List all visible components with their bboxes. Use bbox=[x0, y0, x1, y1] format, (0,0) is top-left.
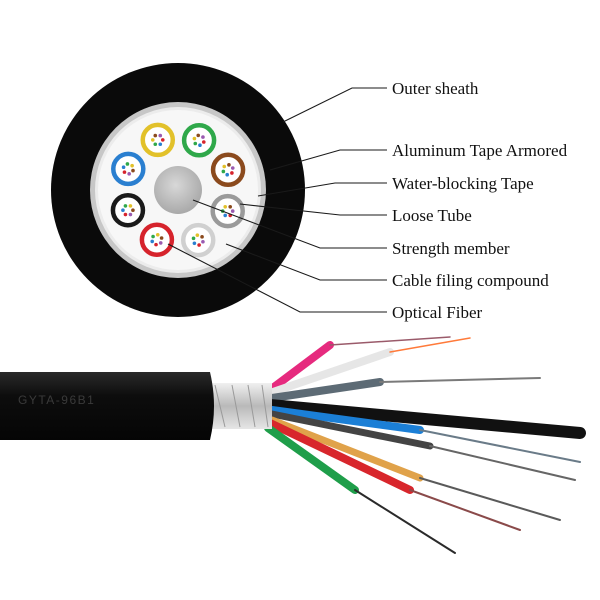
fiber-red bbox=[409, 489, 521, 531]
fiber-orange bbox=[389, 337, 471, 353]
label-water-blocking-tape: Water-blocking Tape bbox=[392, 174, 534, 193]
tube-slate bbox=[268, 378, 384, 402]
fiber-dot bbox=[200, 235, 204, 239]
fiber-dot bbox=[153, 142, 158, 147]
loose-tube bbox=[210, 193, 245, 229]
fiber-dot bbox=[221, 169, 226, 174]
fiber-dot bbox=[230, 209, 235, 213]
fiber-dot bbox=[154, 242, 158, 247]
fiber-dot bbox=[122, 170, 127, 174]
fiber-dot bbox=[223, 204, 228, 209]
fiber-dot bbox=[222, 164, 227, 169]
fiber-dot bbox=[225, 172, 229, 177]
label-optical-fiber: Optical Fiber bbox=[392, 303, 483, 322]
fiber-green bbox=[354, 489, 456, 554]
fiber-dot bbox=[123, 212, 128, 217]
fiber-dot bbox=[192, 136, 197, 141]
fiber-dot bbox=[198, 143, 202, 148]
leader-lines bbox=[167, 87, 387, 313]
fiber-dot bbox=[201, 239, 205, 244]
fiber-dot bbox=[125, 162, 130, 166]
loose-tube bbox=[210, 152, 246, 188]
fiber-dot bbox=[128, 212, 133, 217]
fiber-orange-2 bbox=[419, 477, 561, 521]
fiber-dot bbox=[155, 232, 160, 237]
outer-jacket bbox=[0, 372, 214, 440]
fiber-dot bbox=[151, 234, 155, 239]
fiber-dark bbox=[429, 445, 576, 481]
label-aluminum-tape: Aluminum Tape Armored bbox=[392, 141, 568, 160]
fiber-gray bbox=[379, 377, 541, 383]
fiber-dot bbox=[230, 166, 235, 170]
leader-line-water-blocking-tape bbox=[257, 182, 387, 197]
fiber-dot bbox=[223, 213, 228, 218]
fiber-dot bbox=[131, 208, 135, 213]
fiber-blue bbox=[419, 429, 581, 463]
fiber-dot bbox=[158, 142, 163, 147]
fiber-dot bbox=[150, 239, 155, 244]
label-outer-sheath: Outer sheath bbox=[392, 79, 479, 98]
strength-member-rod bbox=[264, 399, 586, 439]
leader-line-strength-member bbox=[192, 199, 387, 249]
fiber-dot bbox=[191, 236, 196, 241]
tube-red bbox=[266, 419, 414, 494]
loose-tubes bbox=[110, 122, 246, 258]
loose-tube bbox=[181, 123, 217, 158]
label-cable-filling-compound: Cable filing compound bbox=[392, 271, 549, 290]
fiber-dot bbox=[193, 141, 198, 146]
fiber-dot bbox=[195, 233, 200, 237]
fiber-dot bbox=[201, 135, 205, 139]
fiber-dot bbox=[201, 140, 206, 144]
tube-dark bbox=[268, 410, 434, 450]
fiber-dot bbox=[160, 138, 165, 142]
leader-line-outer-sheath bbox=[282, 87, 387, 123]
fiber-dot bbox=[121, 165, 126, 169]
fiber-dot bbox=[153, 133, 158, 138]
tube-green bbox=[264, 424, 359, 494]
tube-orange bbox=[268, 416, 424, 482]
loose-tube bbox=[111, 151, 146, 187]
cable-print-marking: GYTA-96B1 bbox=[18, 393, 95, 407]
tube-white bbox=[266, 348, 394, 397]
label-loose-tube: Loose Tube bbox=[392, 206, 472, 225]
fiber-dot bbox=[192, 241, 197, 246]
leader-line-cable-filling-compound bbox=[225, 243, 387, 281]
fiber-dot bbox=[159, 236, 164, 240]
label-strength-member: Strength member bbox=[392, 239, 510, 258]
tape-wrinkles bbox=[214, 384, 269, 428]
stripped-cable-illustration: GYTA-96B1 bbox=[0, 336, 586, 554]
fiber-dot bbox=[197, 243, 201, 247]
fiber-dot bbox=[158, 241, 163, 245]
loose-tube bbox=[180, 222, 216, 258]
tube-magenta bbox=[266, 341, 334, 394]
tube-blue bbox=[268, 406, 424, 434]
strength-member-core bbox=[154, 166, 202, 214]
fiber-dot bbox=[121, 208, 125, 213]
leader-line-optical-fiber bbox=[167, 243, 387, 313]
loose-tube bbox=[140, 122, 176, 158]
loose-tube bbox=[110, 192, 146, 228]
fiber-dot bbox=[131, 168, 135, 173]
fiber-dot bbox=[127, 172, 131, 176]
fiber-dot bbox=[228, 204, 233, 209]
fiber-dot bbox=[123, 204, 128, 208]
leader-line-aluminum-tape bbox=[269, 149, 387, 171]
fiber-dot bbox=[196, 133, 201, 138]
fiber-dot bbox=[158, 133, 163, 138]
fiber-dot bbox=[150, 138, 155, 142]
fiber-dot bbox=[130, 163, 134, 168]
loose-tube bbox=[139, 222, 175, 257]
fiber-dot bbox=[227, 163, 231, 167]
fiber-magenta bbox=[329, 336, 451, 346]
cross-section bbox=[51, 63, 305, 317]
fiber-dot bbox=[230, 171, 234, 175]
leader-line-loose-tube bbox=[239, 203, 387, 216]
fiber-dot bbox=[128, 204, 133, 208]
